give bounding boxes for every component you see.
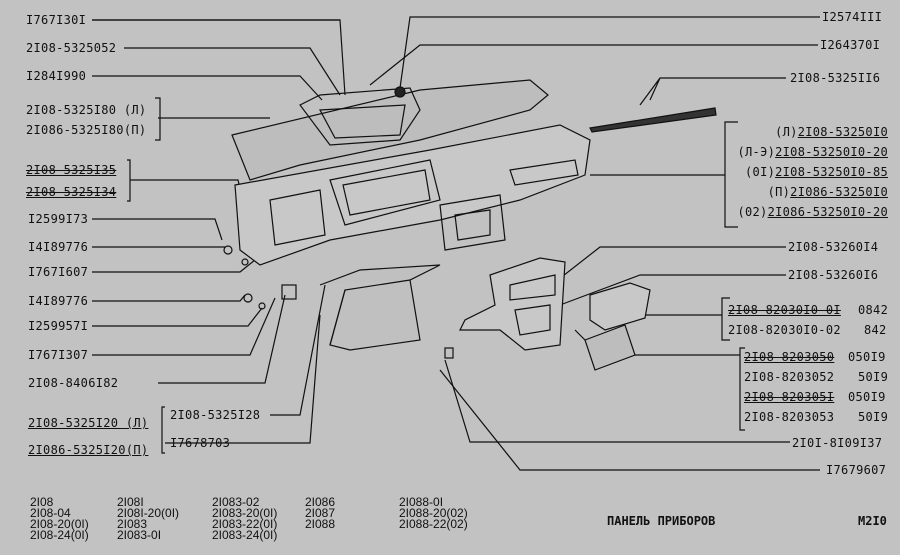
part-label: I7679607: [826, 463, 887, 477]
part-note: 50I9: [858, 370, 889, 384]
part-label: 2I08-5325052: [26, 41, 117, 55]
part-note: 050I9: [848, 350, 886, 364]
part-label: 2I08-5325I80 (Л): [26, 103, 147, 117]
part-label: 2I08-5325I28: [170, 408, 261, 422]
part-label: 2I08-8203052: [744, 370, 835, 384]
model-list: 2I08I 2I08I-20(0I) 2I083 2I083-0I: [117, 495, 180, 542]
part-label: 2I08-53260I4: [788, 240, 879, 254]
part-label-obsolete: 2I08-82030I0-0I: [728, 303, 841, 317]
part-label-obsolete: 2I08-5325I35: [26, 163, 117, 177]
diagram-code: М2I0: [858, 514, 887, 528]
variant-prefix: (П): [767, 185, 791, 199]
part-label: I259957I: [28, 319, 89, 333]
part-note: 842: [864, 323, 887, 337]
part-label: I4I89776: [28, 240, 89, 254]
part-label: I4I89776: [28, 294, 89, 308]
part-label: 2I086-5325I20(П): [28, 443, 149, 457]
part-label: 2I086-5325I80(П): [26, 123, 147, 137]
part-label: I7678703: [170, 436, 231, 450]
part-label-obsolete: 2I08-820305I: [744, 390, 835, 404]
variant-row: (Л)2I08-53250I0: [718, 125, 888, 145]
part-label: 2I08-8406I82: [28, 376, 119, 390]
variant-prefix: (Л): [775, 125, 798, 139]
panel-variants-group: (Л)2I08-53250I0 (Л-Э)2I08-53250I0-20 (0I…: [718, 125, 888, 225]
part-label: I767I607: [28, 265, 89, 279]
variant-code: 2I08-53250I0: [797, 125, 888, 139]
variant-code: 2I08-53250I0-85: [775, 165, 888, 179]
part-label: I264370I: [820, 38, 881, 52]
variant-prefix: (02): [737, 205, 768, 219]
model-list: 2I08 2I08-04 2I08-20(0I) 2I08-24(0I): [30, 495, 89, 542]
variant-row: (П)2I086-53250I0: [718, 185, 888, 205]
variant-row: (02)2I086-53250I0-20: [718, 205, 888, 225]
model-list: 2I088-0I 2I088-20(02) 2I088-22(02): [399, 495, 468, 531]
variant-prefix: (0I): [745, 165, 776, 179]
variant-row: (0I)2I08-53250I0-85: [718, 165, 888, 185]
part-label: 2I08-8203053: [744, 410, 835, 424]
variant-code: 2I086-53250I0: [790, 185, 888, 199]
variant-row: (Л-Э)2I08-53250I0-20: [718, 145, 888, 165]
part-label: 2I08-82030I0-02: [728, 323, 841, 337]
part-label: 2I0I-8I09I37: [792, 436, 883, 450]
model-list: 2I086 2I087 2I088: [305, 495, 336, 531]
part-note: 50I9: [858, 410, 889, 424]
variant-code: 2I08-53250I0-20: [775, 145, 888, 159]
part-label: 2I08-53260I6: [788, 268, 879, 282]
part-label: I767I307: [28, 348, 89, 362]
part-label: 2I08-5325II6: [790, 71, 881, 85]
part-label: I767I30I: [26, 13, 87, 27]
part-note: 050I9: [848, 390, 886, 404]
variant-code: 2I086-53250I0-20: [767, 205, 888, 219]
diagram-title: ПАНЕЛЬ ПРИБОРОВ: [607, 514, 716, 528]
part-label: I2599I73: [28, 212, 89, 226]
model-list: 2I083-02 2I083-20(0I) 2I083-22(0I) 2I083…: [212, 495, 278, 542]
part-label-obsolete: 2I08-5325I34: [26, 185, 117, 199]
part-note: 0842: [858, 303, 889, 317]
part-label: I284I990: [26, 69, 87, 83]
part-label: I2574III: [822, 10, 883, 24]
variant-prefix: (Л-Э): [737, 145, 776, 159]
part-label-obsolete: 2I08-8203050: [744, 350, 835, 364]
part-label: 2I08-5325I20 (Л): [28, 416, 149, 430]
